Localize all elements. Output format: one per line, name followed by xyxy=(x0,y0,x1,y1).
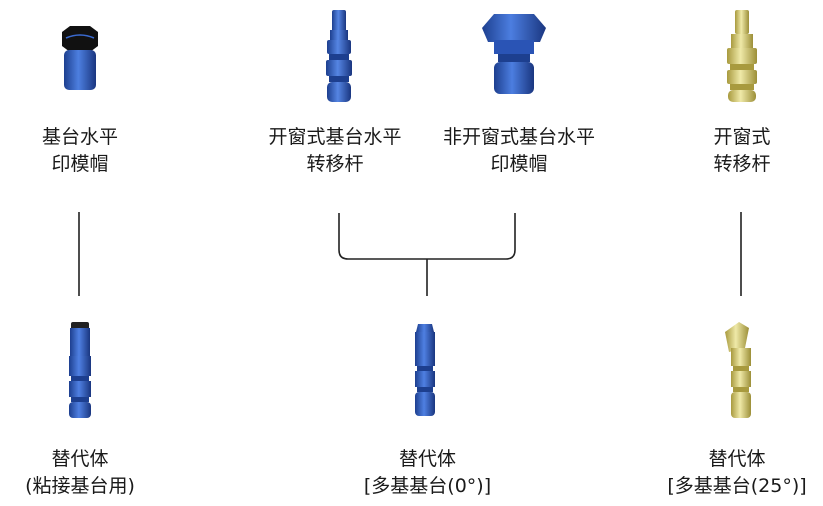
label-open-tray-transfer: 开窗式 转移杆 xyxy=(713,126,771,175)
connector-bracket xyxy=(338,213,516,260)
impression-coping-icon xyxy=(62,26,98,90)
label-impression-coping: 基台水平 印模帽 xyxy=(41,126,118,175)
label-open-tray-abutment-transfer: 开窗式基台水平 转移杆 xyxy=(268,126,402,175)
label-analog-multibase-25: 替代体 [多基基台(25°)] xyxy=(667,448,807,497)
label-analog-multibase-0: 替代体 [多基基台(0°)] xyxy=(363,448,492,497)
open-tray-transfer-gold-icon xyxy=(727,10,757,102)
closed-tray-abutment-level-coping-icon xyxy=(482,14,546,94)
analog-multibase-0-icon xyxy=(415,324,435,416)
open-tray-abutment-level-transfer-icon xyxy=(326,10,352,102)
analog-multibase-25-icon xyxy=(725,322,751,418)
analog-cemented-abutment-icon xyxy=(69,322,91,418)
label-closed-tray-abutment-coping: 非开窗式基台水平 印模帽 xyxy=(442,126,595,175)
label-analog-cemented: 替代体 (粘接基台用) xyxy=(25,448,135,497)
